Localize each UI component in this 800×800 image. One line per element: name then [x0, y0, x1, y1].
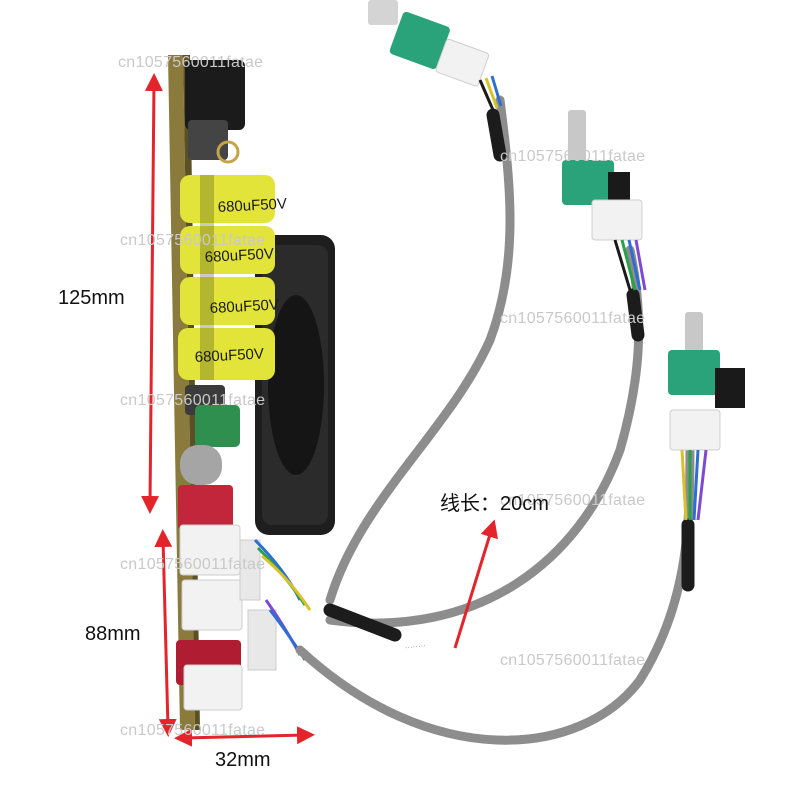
capacitor-label: 680uF50V — [217, 195, 287, 216]
width-arrow — [174, 726, 315, 747]
potentiometer-3 — [668, 312, 745, 521]
svg-text:········: ········ — [404, 641, 426, 652]
watermark-text: cn1057560011fatae — [120, 722, 266, 739]
length-label: 88mm — [85, 623, 141, 645]
watermark-text: cn1057560011fatae — [120, 556, 266, 573]
height-arrow — [141, 73, 163, 514]
svg-text:680uF50V: 680uF50V — [204, 245, 274, 266]
svg-text:680uF50V: 680uF50V — [194, 345, 264, 366]
height-label: 125mm — [58, 287, 125, 309]
watermark-text: cn1057560011fatae — [500, 652, 646, 669]
svg-text:680uF50V: 680uF50V — [209, 296, 279, 317]
watermark-text: cn1057560011fatae — [500, 492, 646, 509]
watermark-text: cn1057560011fatae — [118, 54, 264, 71]
potentiometer-2 — [562, 110, 647, 291]
watermark-text: cn1057560011fatae — [120, 232, 266, 249]
heat-shrink-sleeves — [323, 108, 695, 642]
length-arrow — [154, 529, 177, 737]
cable-length-label: 线长：20cm — [440, 493, 549, 515]
potentiometer-1 — [368, 0, 503, 111]
dimension-arrows — [141, 73, 498, 747]
cables — [295, 95, 695, 745]
watermark-text: cn1057560011fatae — [500, 148, 646, 165]
width-label: 32mm — [215, 749, 271, 771]
watermark-text: cn1057560011fatae — [500, 310, 646, 327]
connectors — [179, 524, 277, 711]
watermark-text: cn1057560011fatae — [120, 392, 266, 409]
cable-length-arrow — [453, 519, 498, 649]
capacitors: 680uF50V 680uF50V 680uF50V 680uF50V — [178, 175, 287, 380]
